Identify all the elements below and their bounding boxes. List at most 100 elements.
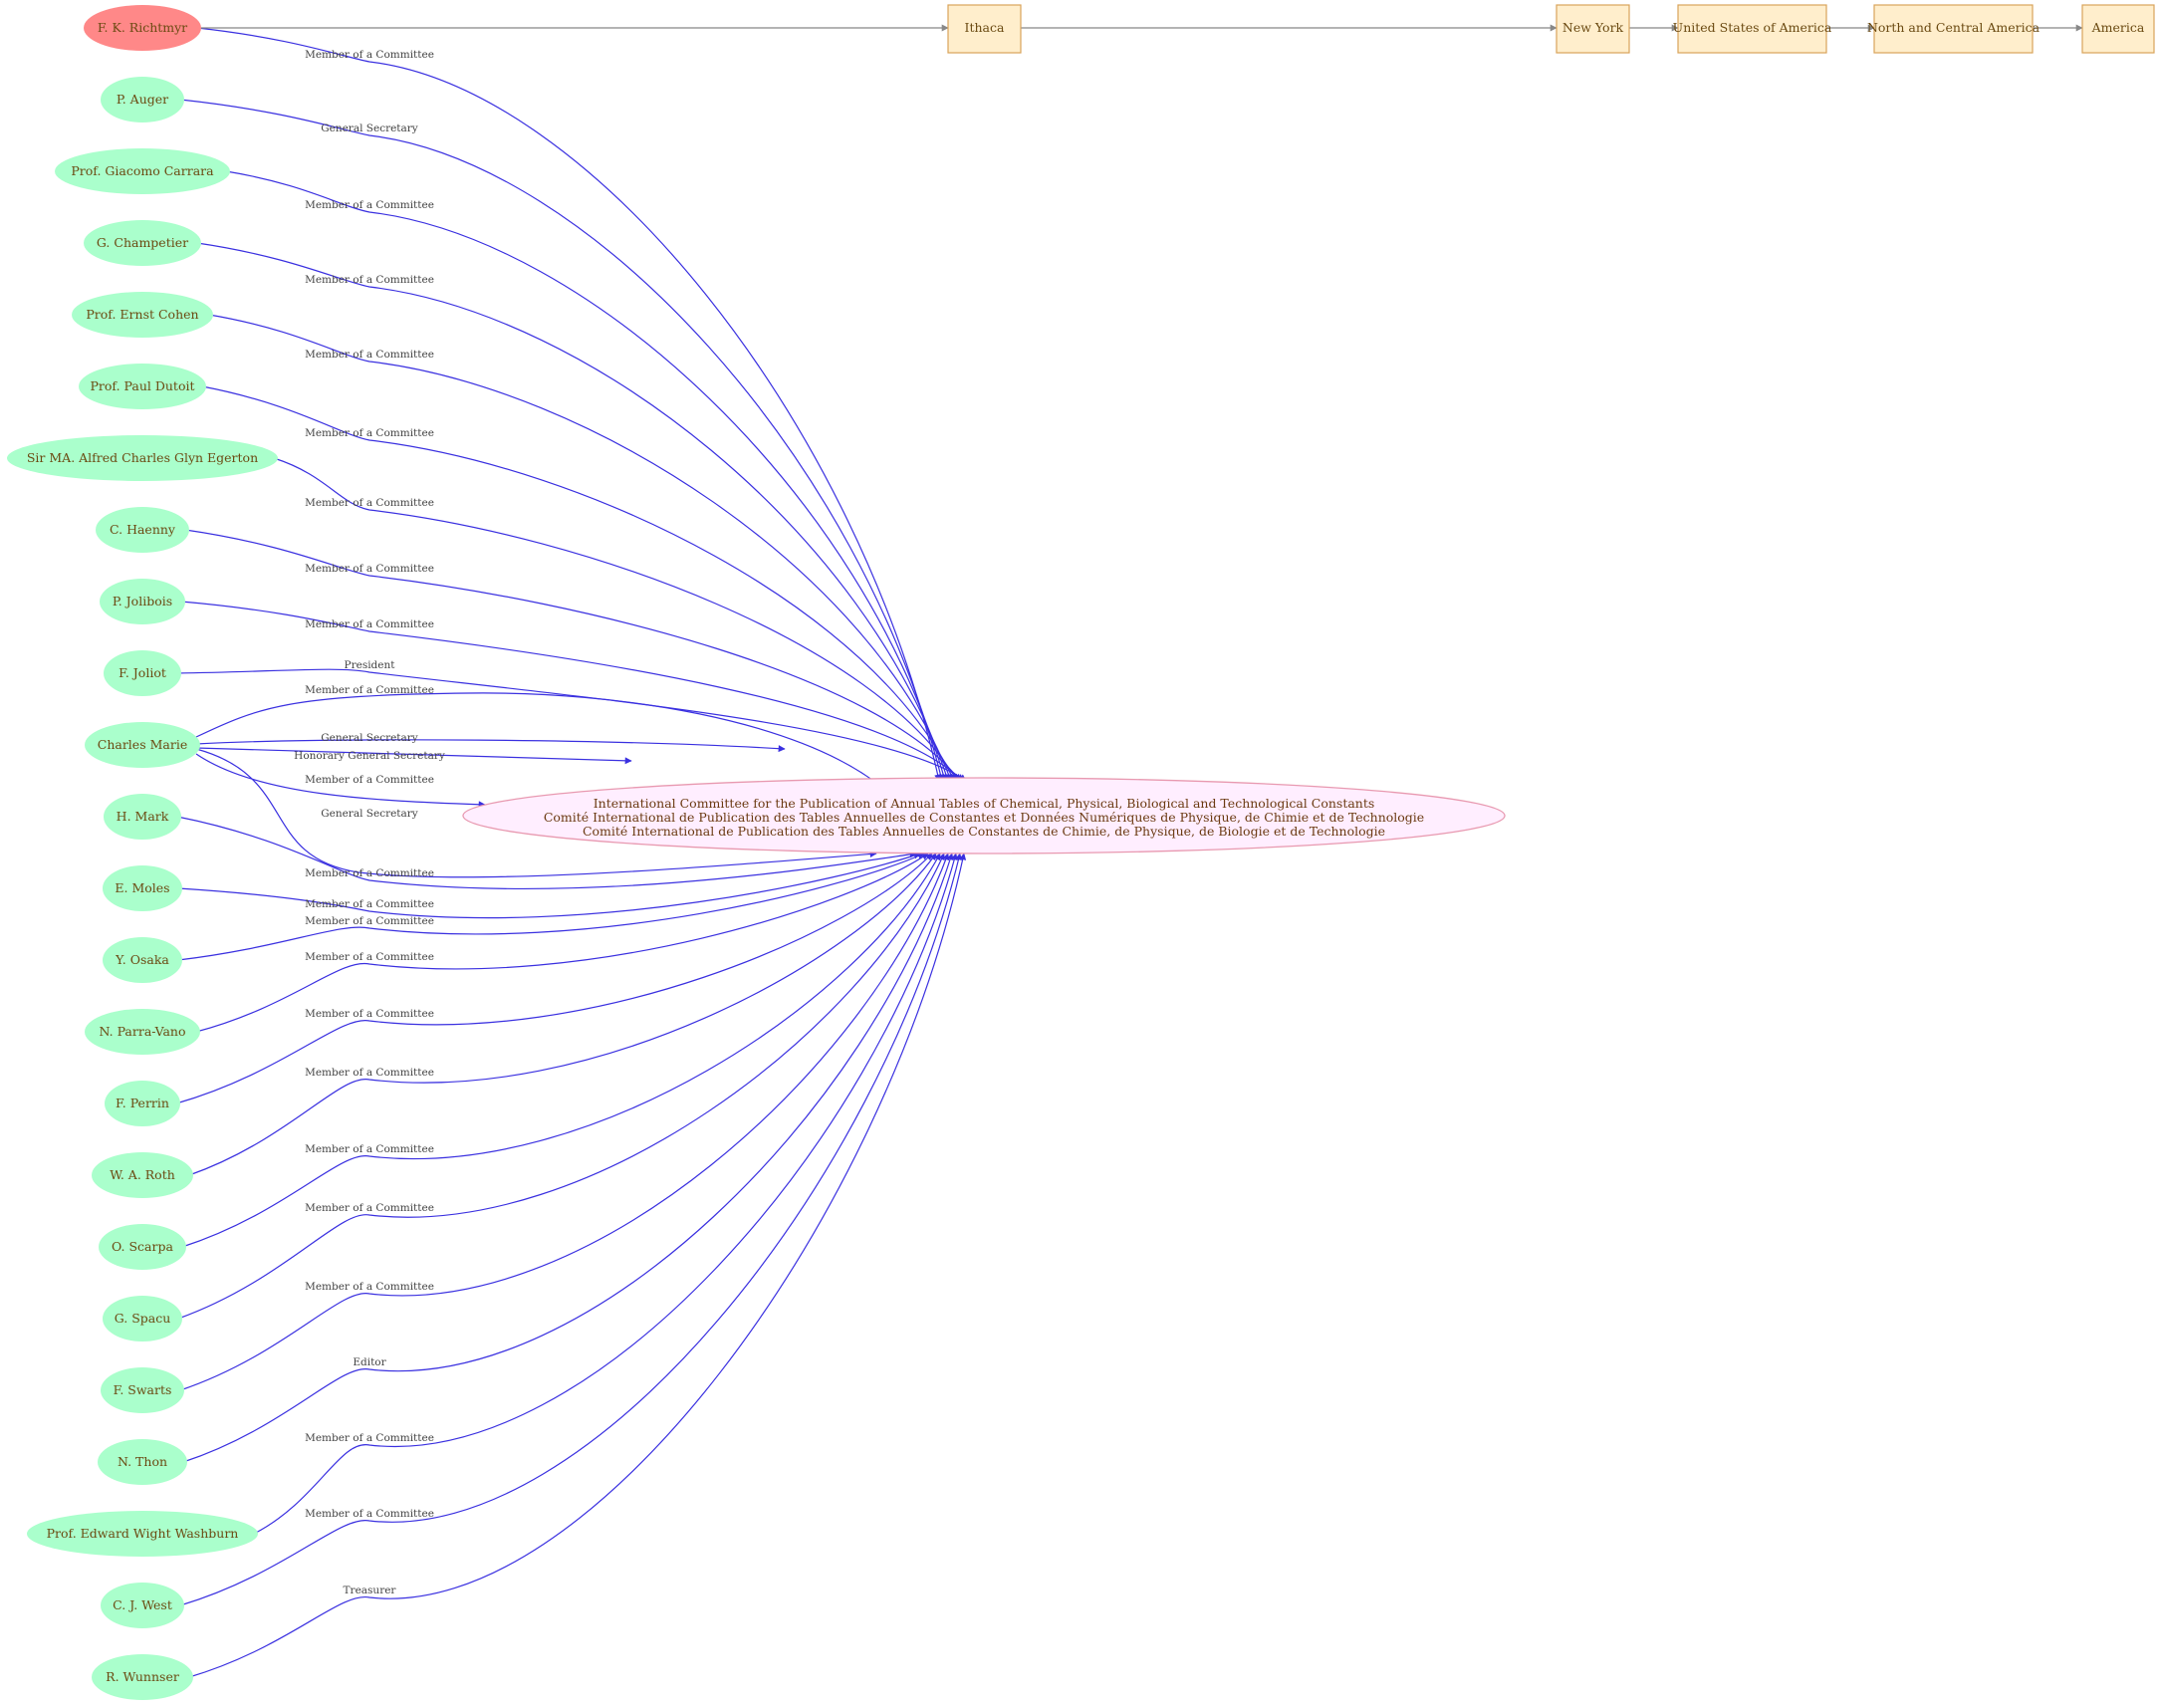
role-label-r-wunnser-1: Treasurer — [344, 1585, 397, 1596]
role-label-e-moles-1: Member of a Committee — [305, 898, 434, 910]
person-node-charles-marie[interactable]: Charles Marie — [85, 722, 200, 768]
person-name: E. Moles — [115, 880, 169, 895]
role-edge-prof-edward-wight-washburn-1 — [253, 853, 958, 1535]
place-node-north-and-central-america[interactable]: North and Central America — [1867, 4, 2040, 54]
role-label-h-mark-1: Member of a Committee — [305, 867, 434, 879]
person-name: Prof. Giacomo Carrara — [71, 163, 214, 178]
organization-name-fr-2: Comité International de Publication des … — [583, 824, 1385, 839]
person-ellipse — [92, 1654, 193, 1700]
role-edge-n-thon-1 — [182, 853, 954, 1463]
role-edge-e-moles-1 — [177, 852, 921, 919]
person-ellipse — [101, 1583, 184, 1628]
person-ellipse — [103, 865, 182, 911]
person-ellipse — [84, 220, 201, 266]
person-node-f-perrin[interactable]: F. Perrin — [105, 1081, 180, 1126]
person-ellipse — [103, 1296, 182, 1342]
person-name: W. A. Roth — [110, 1167, 175, 1182]
person-ellipse — [79, 364, 206, 409]
person-node-w-a-roth[interactable]: W. A. Roth — [92, 1152, 193, 1198]
role-label-charles-marie-4: Member of a Committee — [305, 774, 434, 786]
role-label-f-k-richtmyr-1: Member of a Committee — [305, 49, 434, 61]
person-name: P. Auger — [117, 92, 168, 107]
person-node-f-swarts[interactable]: F. Swarts — [101, 1367, 184, 1413]
role-edge-charles-marie-5 — [195, 748, 877, 878]
role-edge-f-swarts-1 — [179, 853, 950, 1391]
person-node-g-champetier[interactable]: G. Champetier — [84, 220, 201, 266]
role-label-charles-marie-1: Member of a Committee — [305, 684, 434, 696]
place-node-america[interactable]: America — [2081, 4, 2155, 54]
person-ellipse — [72, 292, 213, 338]
person-node-y-osaka[interactable]: Y. Osaka — [103, 937, 182, 983]
place-name: New York — [1562, 20, 1624, 35]
person-node-n-thon[interactable]: N. Thon — [98, 1439, 187, 1485]
role-edge-charles-marie-2 — [195, 739, 786, 753]
role-edge-charles-marie-3 — [195, 747, 632, 765]
edges-layer — [175, 24, 2083, 1678]
person-node-prof-giacomo-carrara[interactable]: Prof. Giacomo Carrara — [55, 148, 230, 194]
person-name: R. Wunnser — [106, 1669, 179, 1684]
person-ellipse — [103, 937, 182, 983]
person-node-prof-edward-wight-washburn[interactable]: Prof. Edward Wight Washburn — [27, 1511, 258, 1557]
role-edge-f-perrin-1 — [175, 853, 933, 1104]
role-edge-c-j-west-1 — [179, 853, 962, 1606]
place-box — [2081, 4, 2155, 54]
place-box — [947, 4, 1022, 54]
person-node-f-k-richtmyr[interactable]: F. K. Richtmyr — [84, 5, 201, 51]
person-ellipse — [84, 5, 201, 51]
organization-node[interactable]: International Committee for the Publicat… — [462, 777, 1506, 854]
role-label-f-perrin-1: Member of a Committee — [305, 1008, 434, 1020]
role-label-c-j-west-1: Member of a Committee — [305, 1508, 434, 1520]
place-node-united-states-of-america[interactable]: United States of America — [1673, 4, 1832, 54]
role-label-w-a-roth-1: Member of a Committee — [305, 1067, 434, 1079]
person-name: N. Thon — [118, 1454, 167, 1469]
role-label-p-auger-1: General Secretary — [321, 122, 418, 134]
person-node-e-moles[interactable]: E. Moles — [103, 865, 182, 911]
role-label-charles-marie-5: General Secretary — [321, 808, 418, 820]
role-label-prof-paul-dutoit-1: Member of a Committee — [305, 427, 434, 439]
person-node-p-jolibois[interactable]: P. Jolibois — [100, 579, 185, 624]
person-node-r-wunnser[interactable]: R. Wunnser — [92, 1654, 193, 1700]
person-ellipse — [100, 579, 185, 624]
role-edge-n-parra-vano-1 — [195, 853, 929, 1033]
place-name: America — [2091, 20, 2145, 35]
person-node-o-scarpa[interactable]: O. Scarpa — [99, 1224, 186, 1270]
person-ellipse — [92, 1152, 193, 1198]
person-name: P. Jolibois — [113, 594, 172, 609]
person-node-prof-ernst-cohen[interactable]: Prof. Ernst Cohen — [72, 292, 213, 338]
person-name: N. Parra-Vano — [99, 1024, 185, 1039]
place-node-ithaca[interactable]: Ithaca — [947, 4, 1022, 54]
person-name: Prof. Edward Wight Washburn — [47, 1526, 239, 1541]
person-node-c-haenny[interactable]: C. Haenny — [96, 507, 189, 553]
role-label-charles-marie-3: Honorary General Secretary — [294, 750, 445, 762]
person-node-prof-paul-dutoit[interactable]: Prof. Paul Dutoit — [79, 364, 206, 409]
role-edge-o-scarpa-1 — [181, 853, 941, 1248]
person-ellipse — [101, 77, 184, 122]
role-label-g-spacu-1: Member of a Committee — [305, 1202, 434, 1214]
person-node-h-mark[interactable]: H. Mark — [104, 794, 181, 840]
role-edge-g-spacu-1 — [177, 853, 945, 1320]
person-node-n-parra-vano[interactable]: N. Parra-Vano — [85, 1009, 200, 1055]
role-label-y-osaka-1: Member of a Committee — [305, 915, 434, 927]
person-node-f-joliot[interactable]: F. Joliot — [104, 650, 181, 696]
person-ellipse — [96, 507, 189, 553]
person-ellipse — [104, 794, 181, 840]
role-label-f-swarts-1: Member of a Committee — [305, 1281, 434, 1293]
role-edge-w-a-roth-1 — [188, 853, 937, 1176]
place-node-new-york[interactable]: New York — [1556, 4, 1630, 54]
role-edge-f-joliot-1 — [176, 668, 967, 782]
role-label-o-scarpa-1: Member of a Committee — [305, 1143, 434, 1155]
role-edge-charles-marie-1 — [195, 692, 882, 788]
person-node-c-j-west[interactable]: C. J. West — [101, 1583, 184, 1628]
person-name: F. K. Richtmyr — [98, 20, 187, 35]
role-label-c-haenny-1: Member of a Committee — [305, 563, 434, 575]
organization-name-fr-1: Comité International de Publication des … — [544, 810, 1424, 825]
organization-ellipse — [462, 777, 1506, 854]
person-name: Charles Marie — [98, 737, 187, 752]
person-node-g-spacu[interactable]: G. Spacu — [103, 1296, 182, 1342]
place-box — [1677, 4, 1827, 54]
role-label-f-joliot-1: President — [345, 659, 396, 671]
person-node-sir-ma-alfred-charles-glyn-egerton[interactable]: Sir MA. Alfred Charles Glyn Egerton — [7, 435, 278, 481]
role-edge-g-champetier-1 — [196, 242, 950, 782]
person-node-p-auger[interactable]: P. Auger — [101, 77, 184, 122]
